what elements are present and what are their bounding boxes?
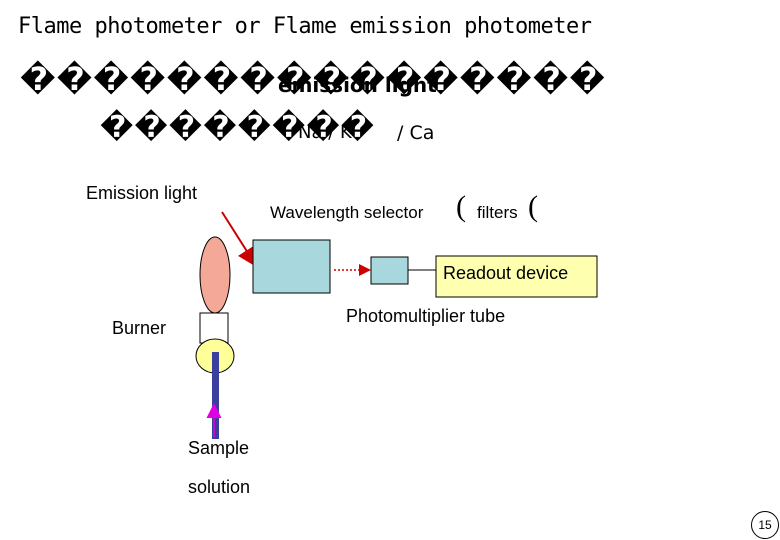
emission-light-label: Emission light bbox=[86, 183, 198, 203]
burner-label: Burner bbox=[112, 318, 167, 338]
readout-device-box bbox=[435, 255, 598, 298]
ca-label: / Ca bbox=[397, 122, 435, 144]
photomultiplier-box bbox=[370, 256, 409, 285]
emission-arrow bbox=[221, 211, 258, 268]
filters-label: filters bbox=[477, 203, 518, 222]
readout-device-label: Readout device bbox=[443, 263, 569, 283]
burner-stem bbox=[212, 352, 219, 439]
burner-body bbox=[199, 312, 229, 344]
wavelength-selector-label: Wavelength selector bbox=[270, 203, 424, 222]
garbled-heading-line-2: �������� bbox=[100, 110, 376, 145]
flame-shape bbox=[199, 236, 231, 314]
paren-2: ( bbox=[528, 190, 538, 223]
garbled-heading-line-1: ���������������� bbox=[20, 60, 606, 98]
na-k-overlay: Na / K bbox=[298, 122, 352, 143]
photomultiplier-tube-label: Photomultiplier tube bbox=[346, 306, 506, 326]
wavelength-selector-box bbox=[252, 239, 331, 294]
slide-title: Flame photometer or Flame emission photo… bbox=[18, 14, 592, 39]
solution-label: solution bbox=[188, 477, 251, 497]
page-number: 15 bbox=[751, 511, 779, 539]
emission-light-overlay: emission light bbox=[278, 73, 437, 97]
paren-1: ( bbox=[456, 190, 466, 223]
sample-label: Sample bbox=[188, 438, 250, 458]
